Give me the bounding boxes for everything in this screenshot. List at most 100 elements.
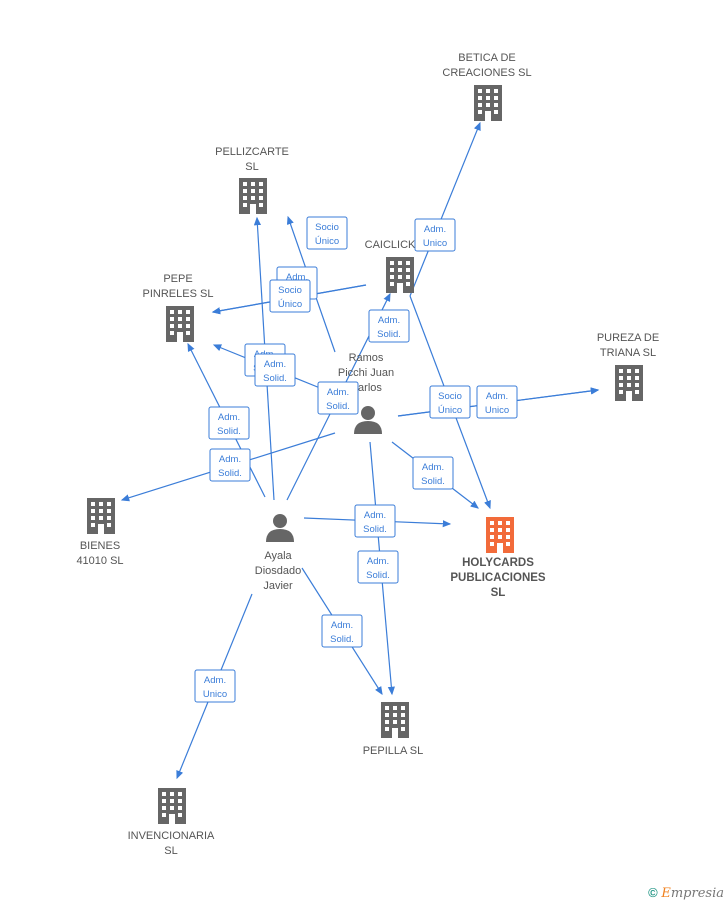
node-betica[interactable]: BETICA DE CREACIONES SL [442,52,532,121]
node-label: Ramos [349,352,384,364]
edge-label-text: Unico [203,689,227,700]
node-label: PELLIZCARTE [215,146,289,158]
edge-label-text: Adm. [219,454,241,465]
building-icon [166,306,194,342]
edge-label-text: Adm. [424,224,446,235]
node-label: BETICA DE [458,52,515,64]
edge-label-box [306,216,348,250]
edge-label-text: Único [278,299,302,310]
node-pureza[interactable]: PUREZA DE TRIANA SL [597,332,659,401]
edge-label-ramos-pureza[interactable]: Adm. Unico [476,385,518,419]
edge-label-box [429,385,471,419]
edge-label-text: Unico [485,405,509,416]
node-label: SL [245,161,258,173]
node-label: Javier [263,580,293,592]
edge-label-text: Solid. [366,570,390,581]
edge-label-text: Socio [438,391,462,402]
edge-label-ramos-betica[interactable]: Adm. Unico [414,218,456,252]
node-label: INVENCIONARIA [128,830,215,842]
edge-label-text: Adm. [264,359,286,370]
edge-label-box [368,309,410,343]
edge-label-ayala-caiclick[interactable]: Adm. Solid. [317,381,359,415]
edge-label-text: Adm. [218,412,240,423]
node-label: PEPE [163,273,192,285]
node-pepilla[interactable]: PEPILLA SL [363,702,424,757]
edge-label-text: Adm. [286,272,308,283]
edge-label-text: Socio [315,222,339,233]
building-icon [386,257,414,293]
edge-label-box [476,385,518,419]
node-label: CREACIONES SL [442,67,531,79]
edge-label-text: Solid. [421,476,445,487]
edge-label-text: Solid. [363,524,387,535]
edge-label-text: Único [315,236,339,247]
edge-label-box [254,353,296,387]
building-icon [87,498,115,534]
edge-labels-layer: Adm.UnicoSocioÚnicoAdm.UnicoSocioÚnicoAd… [194,216,518,703]
node-label: Picchi Juan [338,367,394,379]
node-label: PEPILLA SL [363,745,424,757]
edge-label-ayala-pellizcarte[interactable]: Adm. Solid. [254,353,296,387]
node-pellizcarte[interactable]: PELLIZCARTE SL [215,146,289,214]
edge-label-text: Adm. [364,510,386,521]
building-icon [615,365,643,401]
node-holycards[interactable]: HOLYCARDS PUBLICACIONES SL [450,517,546,599]
edge-label-ramos-pepilla[interactable]: Adm. Solid. [357,550,399,584]
edge-label-text: Adm. [367,556,389,567]
edge-label-box [321,614,363,648]
node-label: PUREZA DE [597,332,659,344]
node-pepe[interactable]: PEPE PINRELES SL [143,273,214,342]
edge-label-text: Socio [278,285,302,296]
edges-layer [120,121,600,780]
edge-label-ayala-holycards[interactable]: Adm. Solid. [354,504,396,538]
edge-label-text: Unico [423,238,447,249]
nodes-layer: BETICA DE CREACIONES SL PELLIZCARTE SL CAICL… [76,52,659,857]
edge-label-box [317,381,359,415]
edge-label-ayala-pepilla[interactable]: Adm. Solid. [321,614,363,648]
node-label: PINRELES SL [143,288,214,300]
node-invencionaria[interactable]: INVENCIONARIA SL [128,788,215,857]
node-caiclick[interactable]: CAICLICK [365,239,416,293]
edge-label-box [414,218,456,252]
node-label: SL [164,845,177,857]
edge-label-ramos-bienes[interactable]: Adm. Solid. [209,448,251,482]
edge-label-text: Adm. [378,315,400,326]
edge-label-ramos-holycards[interactable]: Adm. Solid. [412,456,454,490]
edge-label-ayala-invencionaria[interactable]: Adm.Unico [194,669,236,703]
edge-label-ayala-pepe[interactable]: Adm. Solid. [208,406,250,440]
edge-label-text: Adm. [422,462,444,473]
building-icon [486,517,514,553]
edge-label-text: Solid. [326,401,350,412]
edge-label-text: Adm. [331,620,353,631]
node-label: Diosdado [255,565,301,577]
node-label: HOLYCARDS [462,557,534,569]
edge-label-box [412,456,454,490]
brand-watermark: © Empresia [648,885,724,901]
edge-label-text: Solid. [263,373,287,384]
edge-label-text: Solid. [377,329,401,340]
node-label: TRIANA SL [600,347,656,359]
edge-label-text: Adm. [486,391,508,402]
node-label: Ayala [264,550,292,562]
node-label: SL [491,587,506,599]
edge-label-box [209,448,251,482]
brand-logo-initial: E [661,886,671,901]
copyright-icon: © [648,885,658,900]
edge-label-box [357,550,399,584]
edge-label-text: Solid. [330,634,354,645]
node-label: PUBLICACIONES [450,572,546,584]
edge-label-caiclick-holycards[interactable]: Adm. Solid. [368,309,410,343]
building-icon [474,85,502,121]
edge-label-text: Adm. [327,387,349,398]
edge-label-text: Solid. [217,426,241,437]
edge-label-text: Único [438,405,462,416]
edge-label-box [194,669,236,703]
edge-ramos-to-betica [409,121,481,297]
edge-label-text: Solid. [218,468,242,479]
person-icon [266,514,294,542]
